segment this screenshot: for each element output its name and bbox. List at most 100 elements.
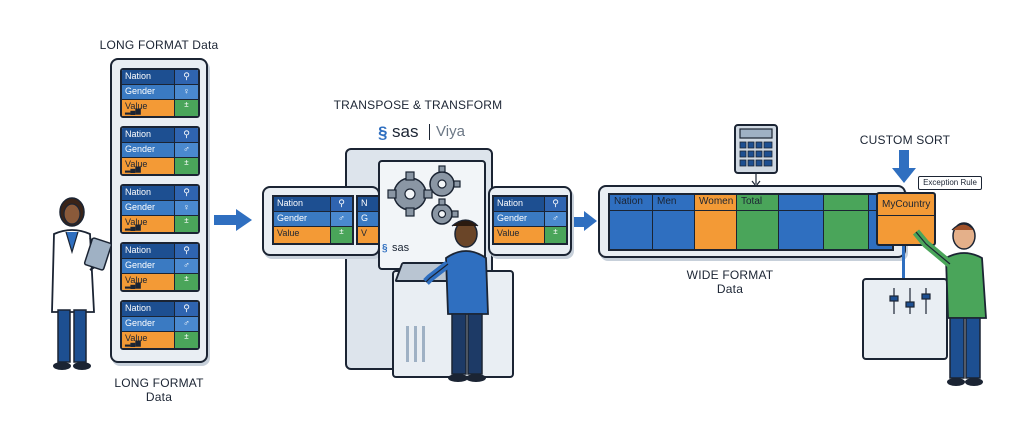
person-icon: ⚲ [174, 128, 198, 143]
wide-column-header: Men [653, 195, 695, 211]
machine-sas-text: sas [392, 242, 410, 254]
plus-minus-icon: ± [544, 227, 566, 243]
plus-minus-icon: ± [174, 100, 198, 116]
long-format-caption-line1: LONG FORMAT [114, 376, 204, 390]
long-card-nation: Nation [122, 128, 174, 143]
bar-chart-icon: ▂▄▆ [125, 224, 141, 231]
scientist-figure [51, 197, 112, 370]
calculator-icon [734, 124, 778, 174]
sas-logo-text: sas [392, 122, 419, 141]
long-format-panel: Nation⚲Gender♀Value▂▄▆±Nation⚲Gender♂Val… [110, 58, 208, 363]
long-card-gender: Gender [122, 259, 174, 274]
gender-icon: ♂ [174, 143, 198, 158]
control-panel [862, 278, 948, 360]
long-card-value: Value▂▄▆ [122, 216, 174, 232]
plus-minus-icon: ± [174, 274, 198, 290]
wide-column-body [610, 211, 653, 249]
person-icon: ⚲ [174, 244, 198, 259]
bar-chart-icon: ▂▄▆ [125, 166, 141, 173]
wide-column-body [824, 211, 869, 249]
gender-icon: ♂ [174, 317, 198, 332]
wide-column-header: Total [737, 195, 779, 211]
long-card-nation: Nation [122, 70, 174, 85]
strip-right-nation: Nation [494, 197, 544, 212]
strip-left-gender: Gender [274, 212, 330, 227]
wide-column-body [779, 211, 824, 249]
bar-chart-icon: ▂▄▆ [125, 108, 141, 115]
sas-logo-icon: § [378, 123, 388, 142]
sas-viya-logo: § sas Viya [378, 122, 488, 144]
gears-icon [387, 165, 461, 225]
long-format-caption: LONG FORMAT Data [94, 376, 224, 404]
bar-chart-icon: ▂▄▆ [125, 340, 141, 347]
gender-icon: ♀ [174, 85, 198, 100]
strip-mid-gender: G [358, 212, 378, 227]
long-card: Nation⚲Gender♀Value▂▄▆± [120, 184, 200, 234]
machine-input-strip: Nation ⚲ Gender ♂ Value ± N G V [262, 186, 380, 256]
strip-right-gender: Gender [494, 212, 544, 227]
long-format-caption-line2: Data [145, 390, 173, 404]
custom-sort-title: CUSTOM SORT [859, 133, 951, 147]
plus-minus-icon: ± [174, 158, 198, 174]
long-card-value: Value▂▄▆ [122, 100, 174, 116]
long-card: Nation⚲Gender♀Value▂▄▆± [120, 68, 200, 118]
strip-left-nation: Nation [274, 197, 330, 212]
strip-right-value: Value [494, 227, 544, 243]
long-card-value-text: Value [125, 101, 148, 111]
machine-output-strip: Nation ⚲ Gender ♂ Value ± [488, 186, 572, 256]
long-card-nation: Nation [122, 244, 174, 259]
male-icon: ♂ [330, 212, 352, 227]
exception-rule-tag: Exception Rule [918, 176, 982, 190]
long-card-gender: Gender [122, 143, 174, 158]
long-card: Nation⚲Gender♂Value▂▄▆± [120, 300, 200, 350]
wide-column-header [779, 195, 824, 211]
wide-column-header: Women [695, 195, 737, 211]
long-card-gender: Gender [122, 317, 174, 332]
viya-logo-text: Viya [436, 123, 465, 140]
gender-icon: ♂ [174, 259, 198, 274]
long-card-gender: Gender [122, 201, 174, 216]
strip-card-right: Nation ⚲ Gender ♂ Value ± [492, 195, 568, 245]
gender-icon: ♀ [174, 201, 198, 216]
plus-minus-icon: ± [174, 332, 198, 348]
machine-sas-label: § sas [382, 238, 409, 256]
mycountry-card[interactable]: MyCountry [876, 192, 936, 246]
wide-column-body [653, 211, 695, 249]
down-arrow-icon [892, 150, 916, 183]
bar-chart-icon: ▂▄▆ [125, 282, 141, 289]
long-format-title: LONG FORMAT Data [99, 38, 219, 52]
male-icon: ♂ [544, 212, 566, 227]
long-card: Nation⚲Gender♂Value▂▄▆± [120, 242, 200, 292]
long-card-value-text: Value [125, 159, 148, 169]
wide-column-body [695, 211, 737, 249]
long-card-nation: Nation [122, 186, 174, 201]
wide-column-body [737, 211, 779, 249]
strip-mid-value: V [358, 227, 378, 243]
person-icon: ⚲ [330, 197, 352, 212]
wide-format-caption: WIDE FORMAT Data [670, 268, 790, 296]
wide-format-caption-line2: Data [716, 282, 744, 296]
long-card-value: Value▂▄▆ [122, 274, 174, 290]
long-card-value-text: Value [125, 333, 148, 343]
person-icon: ⚲ [174, 186, 198, 201]
operator-figure [423, 219, 489, 382]
sliders-icon [889, 288, 931, 314]
strip-left-value: Value [274, 227, 330, 243]
person-icon: ⚲ [174, 70, 198, 85]
wide-column-header: Nation [610, 195, 653, 211]
long-card-value: Value▂▄▆ [122, 332, 174, 348]
transpose-title: TRANSPOSE & TRANSFORM [333, 98, 503, 112]
long-card-value: Value▂▄▆ [122, 158, 174, 174]
long-card: Nation⚲Gender♂Value▂▄▆± [120, 126, 200, 176]
long-card-value-text: Value [125, 217, 148, 227]
wide-column-header [824, 195, 869, 211]
wide-format-caption-line1: WIDE FORMAT [686, 268, 774, 282]
long-card-nation: Nation [122, 302, 174, 317]
presenter-figure [912, 222, 987, 386]
sas-small-icon: § [382, 243, 388, 254]
strip-card-mid: N G V [356, 195, 380, 245]
long-card-gender: Gender [122, 85, 174, 100]
plus-minus-icon: ± [174, 216, 198, 232]
plus-minus-icon: ± [330, 227, 352, 243]
